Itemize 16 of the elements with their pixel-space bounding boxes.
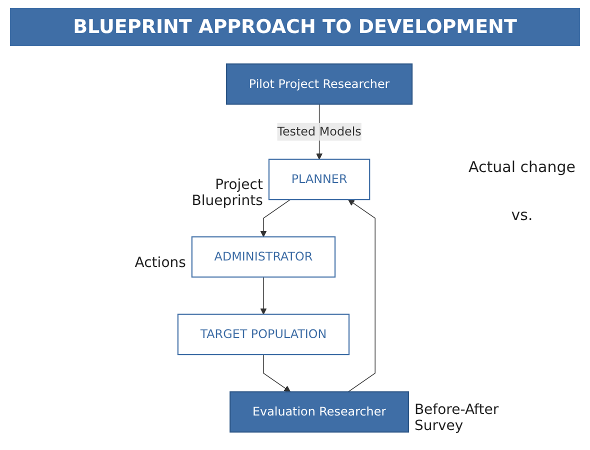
- arrow: [260, 199, 291, 238]
- node-box: PLANNER: [268, 158, 370, 200]
- node-box: TARGET POPULATION: [177, 314, 350, 356]
- node-box: ADMINISTRATOR: [191, 236, 336, 278]
- note-text: Actual change: [468, 158, 576, 176]
- arrow: [263, 354, 291, 392]
- node-box: Evaluation Researcher: [230, 391, 410, 433]
- side-label: Actions: [134, 254, 186, 271]
- side-label: Before-After Survey: [414, 402, 500, 434]
- edge-label: Tested Models: [277, 124, 362, 138]
- title-banner: BLUEPRINT APPROACH TO DEVELOPMENT: [10, 8, 580, 46]
- arrow: [348, 199, 376, 392]
- node-box: Pilot Project Researcher: [226, 63, 413, 105]
- side-label: Project Blueprints: [190, 177, 263, 210]
- note-text: vs.: [510, 206, 534, 224]
- arrow: [260, 276, 267, 315]
